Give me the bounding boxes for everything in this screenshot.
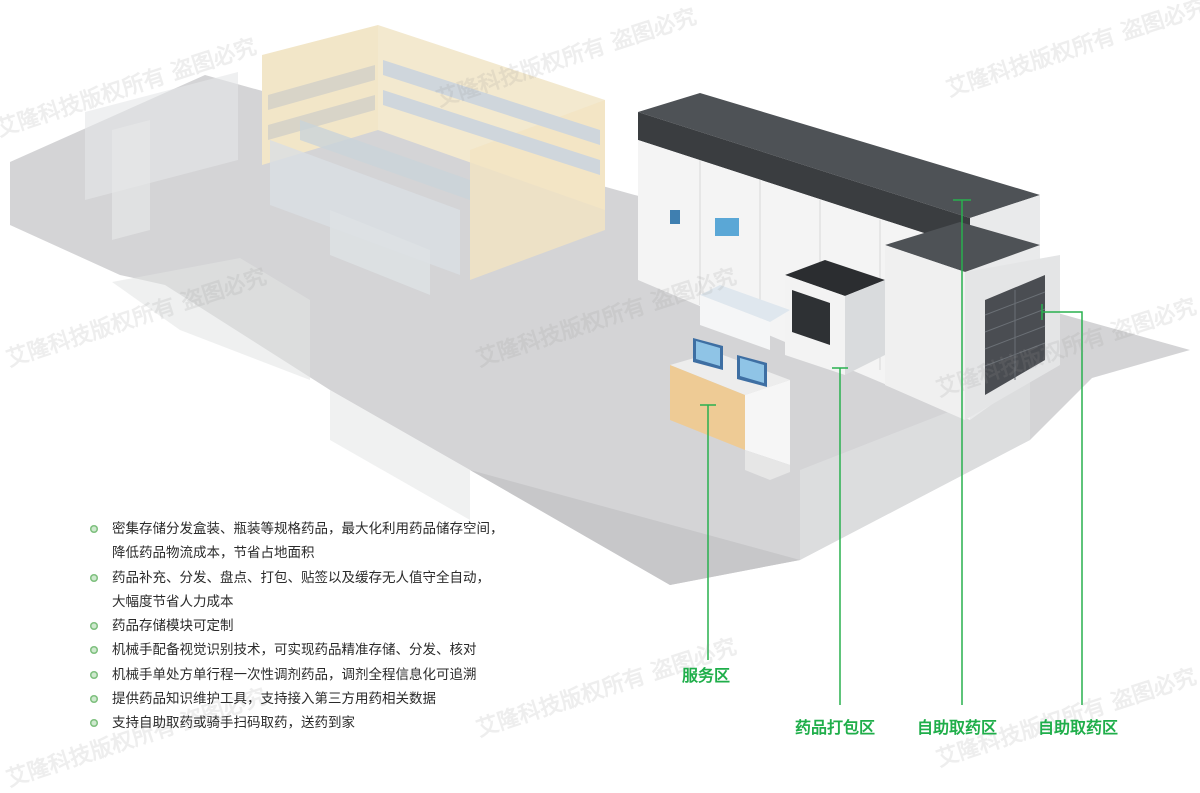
glass-wall-mid <box>112 120 150 240</box>
glass-wall-low <box>112 258 310 380</box>
service-desk-side <box>745 380 790 465</box>
feature-item: 药品补充、分发、盘点、打包、贴签以及缓存无人值守全自动， 大幅度节省人力成本 <box>88 566 504 615</box>
zone-label-packing: 药品打包区 <box>795 718 876 737</box>
zone-label-service: 服务区 <box>682 666 731 685</box>
zone-label-self-pickup: 自助取药区 <box>917 718 998 737</box>
service-monitors <box>693 338 767 387</box>
feature-item: 机械手单处方单行程一次性调剂药品，调剂全程信息化可追溯 <box>88 663 504 687</box>
bullet-dot-icon <box>90 525 98 533</box>
callout-lines <box>700 199 1083 705</box>
conveyor-body <box>700 295 770 350</box>
feature-item: 密集存储分发盒装、瓶装等规格药品，最大化利用药品储存空间， 降低药品物流成本，节… <box>88 517 504 566</box>
pharmacy-layout-illustration <box>10 25 1190 705</box>
cabinet-top <box>638 93 1040 218</box>
feature-item: 机械手配备视觉识别技术，可实现药品精准存储、分发、核对 <box>88 638 504 662</box>
glass-wall-front <box>330 390 470 520</box>
bullet-dot-icon <box>90 573 98 582</box>
shelf-units <box>268 60 600 295</box>
pickup-cabinet-front <box>885 245 965 420</box>
service-desk-base <box>745 450 790 480</box>
cabinet-top-band <box>638 112 970 248</box>
cabinet-screen <box>715 218 739 236</box>
conveyor <box>700 285 790 322</box>
packing-machine-top <box>785 260 885 296</box>
bullet-dot-icon <box>90 695 98 704</box>
floor-shadow <box>470 470 800 585</box>
feature-item: 支持自助取药或骑手扫码取药，送药到家 <box>88 711 504 735</box>
packing-window <box>792 290 830 345</box>
shelf-front-panel <box>470 100 605 280</box>
packing-machine-side <box>845 280 885 375</box>
pickup-door-grid <box>984 290 1046 380</box>
glass-wall-right <box>800 380 1030 560</box>
feature-item: 药品存储模块可定制 <box>88 614 504 638</box>
bullet-dot-icon <box>90 622 98 631</box>
bullet-dot-icon <box>90 646 98 655</box>
bullet-dot-icon <box>90 719 98 728</box>
zone-label-self-pickup-2: 自助取药区 <box>1038 718 1119 737</box>
feature-item: 提供药品知识维护工具，支持接入第三方用药相关数据 <box>88 687 504 711</box>
bullet-dot-icon <box>90 670 98 679</box>
cabinet-screen-2 <box>670 210 680 224</box>
feature-list: 密集存储分发盒装、瓶装等规格药品，最大化利用药品储存空间， 降低药品物流成本，节… <box>88 517 504 736</box>
